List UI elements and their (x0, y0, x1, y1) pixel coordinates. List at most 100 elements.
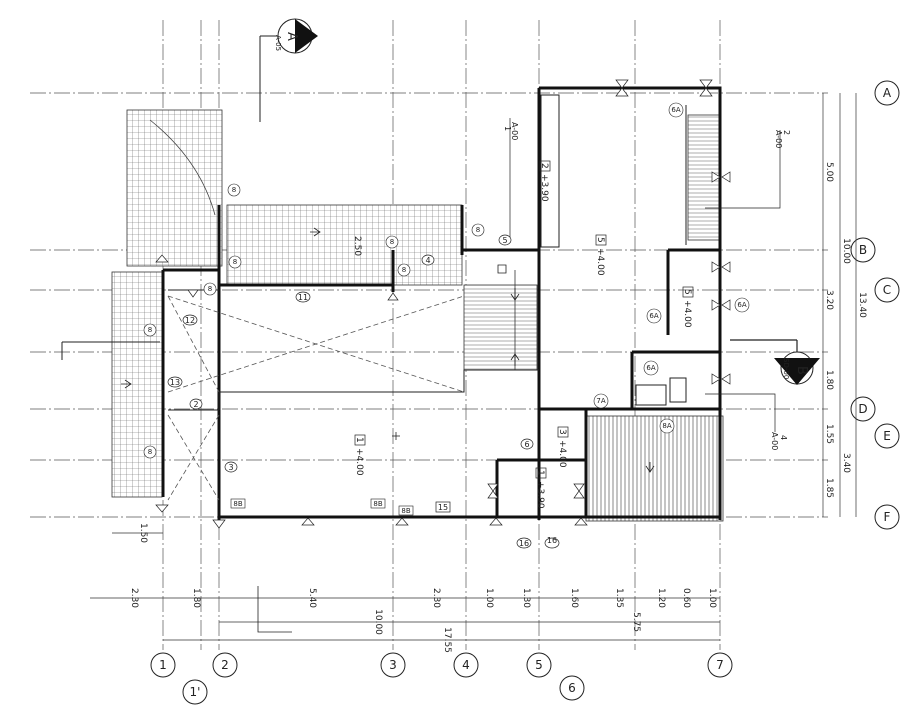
col-label-2: 2 (221, 658, 229, 672)
marker-5: 5 (498, 234, 512, 246)
tag-8-1-text: 8 (232, 186, 236, 194)
callout-2-num: 2 (782, 130, 791, 135)
marker-16b-text: 16 (547, 536, 557, 545)
elevation-6: +4.00 (682, 300, 692, 328)
row-label-d: D (858, 402, 867, 416)
tag-8a-text: 8A (662, 422, 671, 430)
room-tag-4: 1 (535, 470, 545, 476)
tag-8-2: 8 (228, 255, 242, 269)
tag-8-6: 8 (385, 235, 399, 249)
room-tag-5: 3 (557, 429, 567, 435)
dim-r-6: 10.00 (841, 238, 851, 264)
room-label-2: 5 +4.00 (595, 234, 607, 276)
col-label-4: 4 (462, 658, 470, 672)
dim-b-13: 5.75 (631, 612, 641, 632)
tag-8b-2-text: 8B (373, 500, 382, 508)
tag-7a-text: 7A (596, 397, 605, 405)
tag-8-8-text: 8 (476, 226, 480, 234)
dim-r-total: 13.40 (857, 292, 867, 318)
dim-b-2: 1.80 (191, 588, 201, 608)
room-tag-1: 2 (539, 163, 549, 169)
dim-r-5: 1.85 (824, 478, 834, 498)
row-label-b: B (859, 243, 867, 257)
dimension-lines (90, 93, 857, 641)
callout-1: 1 A-00 (503, 118, 519, 238)
row-label-f: F (884, 510, 891, 524)
bottom-dims: 2.30 1.80 5.40 2.30 1.00 1.30 1.60 1.35 … (129, 523, 717, 653)
tag-8-2-text: 8 (233, 258, 237, 266)
elevation-1: +3.90 (539, 174, 549, 202)
room-tag-2: 5 (595, 237, 605, 243)
tag-8b-3: 8B (398, 505, 414, 516)
col-label-7: 7 (716, 658, 724, 672)
col-label-6: 6 (568, 681, 576, 695)
dim-b-9: 1.20 (656, 588, 666, 608)
tag-6a-4: 6A (643, 360, 659, 376)
dim-b-12: 10.00 (373, 609, 383, 635)
callout-2-sheet: A-00 (774, 130, 783, 148)
room-tag-6: 5 (682, 289, 692, 295)
col-label-1: 1 (159, 658, 167, 672)
tag-8-5: 8 (143, 445, 157, 459)
elevation-3: +4.00 (354, 448, 364, 476)
walls (161, 86, 722, 520)
marker-3-text: 3 (228, 463, 233, 472)
flag-mark (257, 586, 292, 633)
tag-8b-2: 8B (370, 498, 386, 509)
marker-4: 4 (421, 254, 435, 266)
marker-6: 6 (520, 438, 534, 450)
tag-8-4-text: 8 (148, 326, 152, 334)
center-cross (392, 432, 400, 440)
marker-15: 15 (435, 501, 451, 513)
row-labels: A B C D E F (858, 86, 892, 524)
tag-8-7-text: 8 (402, 266, 406, 274)
marker-16a: 16 (516, 537, 532, 549)
dim-b-7: 1.60 (569, 588, 579, 608)
tag-8a: 8A (659, 418, 675, 434)
room-tag-3: 1 (354, 437, 364, 443)
dim-b-1: 2.30 (129, 588, 139, 608)
dim-r-4: 1.55 (824, 424, 834, 444)
callout-4-num: 4 (779, 435, 788, 440)
callout-1-sheet: A-00 (510, 122, 519, 140)
marker-16b: 16 (544, 536, 560, 549)
col-label-3: 3 (389, 658, 397, 672)
markers: 4 5 11 12 13 2 3 6 15 16 16 (167, 234, 560, 549)
room-label-4: 1 +3.90 (535, 467, 547, 509)
section-a-sheet: A-05 (274, 35, 282, 51)
tag-6a-3: 6A (734, 297, 750, 313)
dim-b-5: 1.00 (484, 588, 494, 608)
hatched-areas (111, 109, 724, 522)
col-label-1p: 1' (190, 685, 201, 699)
room-label-3: 1 +4.00 (354, 434, 366, 476)
marker-2: 2 (189, 398, 203, 410)
callout-4-sheet: A-00 (770, 432, 779, 450)
marker-11-text: 11 (298, 293, 308, 302)
tag-8b-3-text: 8B (401, 507, 410, 515)
section-a-letter: A (284, 32, 299, 41)
callout-1-num: 1 (503, 126, 512, 131)
marker-6-text: 6 (524, 440, 529, 449)
callout-4: 4 A-00 (705, 393, 788, 450)
dim-left-small: 1.50 (138, 523, 148, 543)
tag-8-3-text: 8 (208, 285, 212, 293)
tag-8-8: 8 (471, 223, 485, 237)
dim-b-10: 0.60 (681, 588, 691, 608)
section-marker-a: A A-05 (259, 18, 318, 122)
dim-r-7: 3.40 (841, 453, 851, 473)
opening-symbols (155, 79, 731, 529)
elevation-4: +3.90 (535, 481, 545, 509)
callouts: 1 A-00 2 A-00 4 A-00 (503, 118, 791, 450)
right-dims: 5.00 3.20 1.80 1.55 1.85 10.00 3.40 13.4… (824, 162, 867, 498)
marker-13: 13 (167, 376, 183, 388)
marker-11: 11 (295, 291, 311, 303)
marker-4-text: 4 (425, 256, 430, 265)
marker-13-text: 13 (170, 378, 180, 387)
row-label-c: C (883, 283, 891, 297)
room-labels: 2 +3.90 5 +4.00 1 +4.00 1 +3.90 3 +4.00 … (352, 160, 694, 509)
tag-6a-1: 6A (668, 102, 684, 118)
marker-5-text: 5 (502, 236, 507, 245)
arrow-symbols (121, 227, 655, 473)
col-labels: 1 1' 2 3 4 5 6 7 (159, 658, 724, 699)
marker-16a-text: 16 (519, 539, 529, 548)
